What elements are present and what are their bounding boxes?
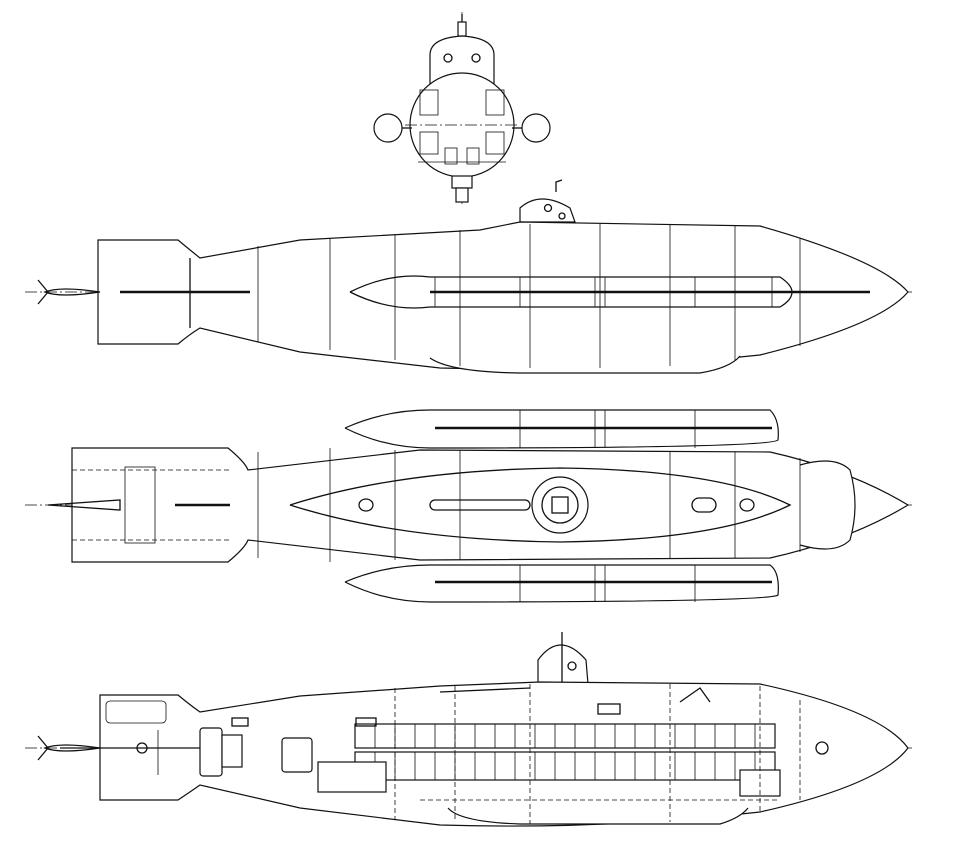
cross-section-view [373, 12, 551, 205]
inboard-profile-view [25, 632, 912, 827]
side-elevation-view [25, 179, 912, 374]
plan-view [25, 409, 912, 603]
